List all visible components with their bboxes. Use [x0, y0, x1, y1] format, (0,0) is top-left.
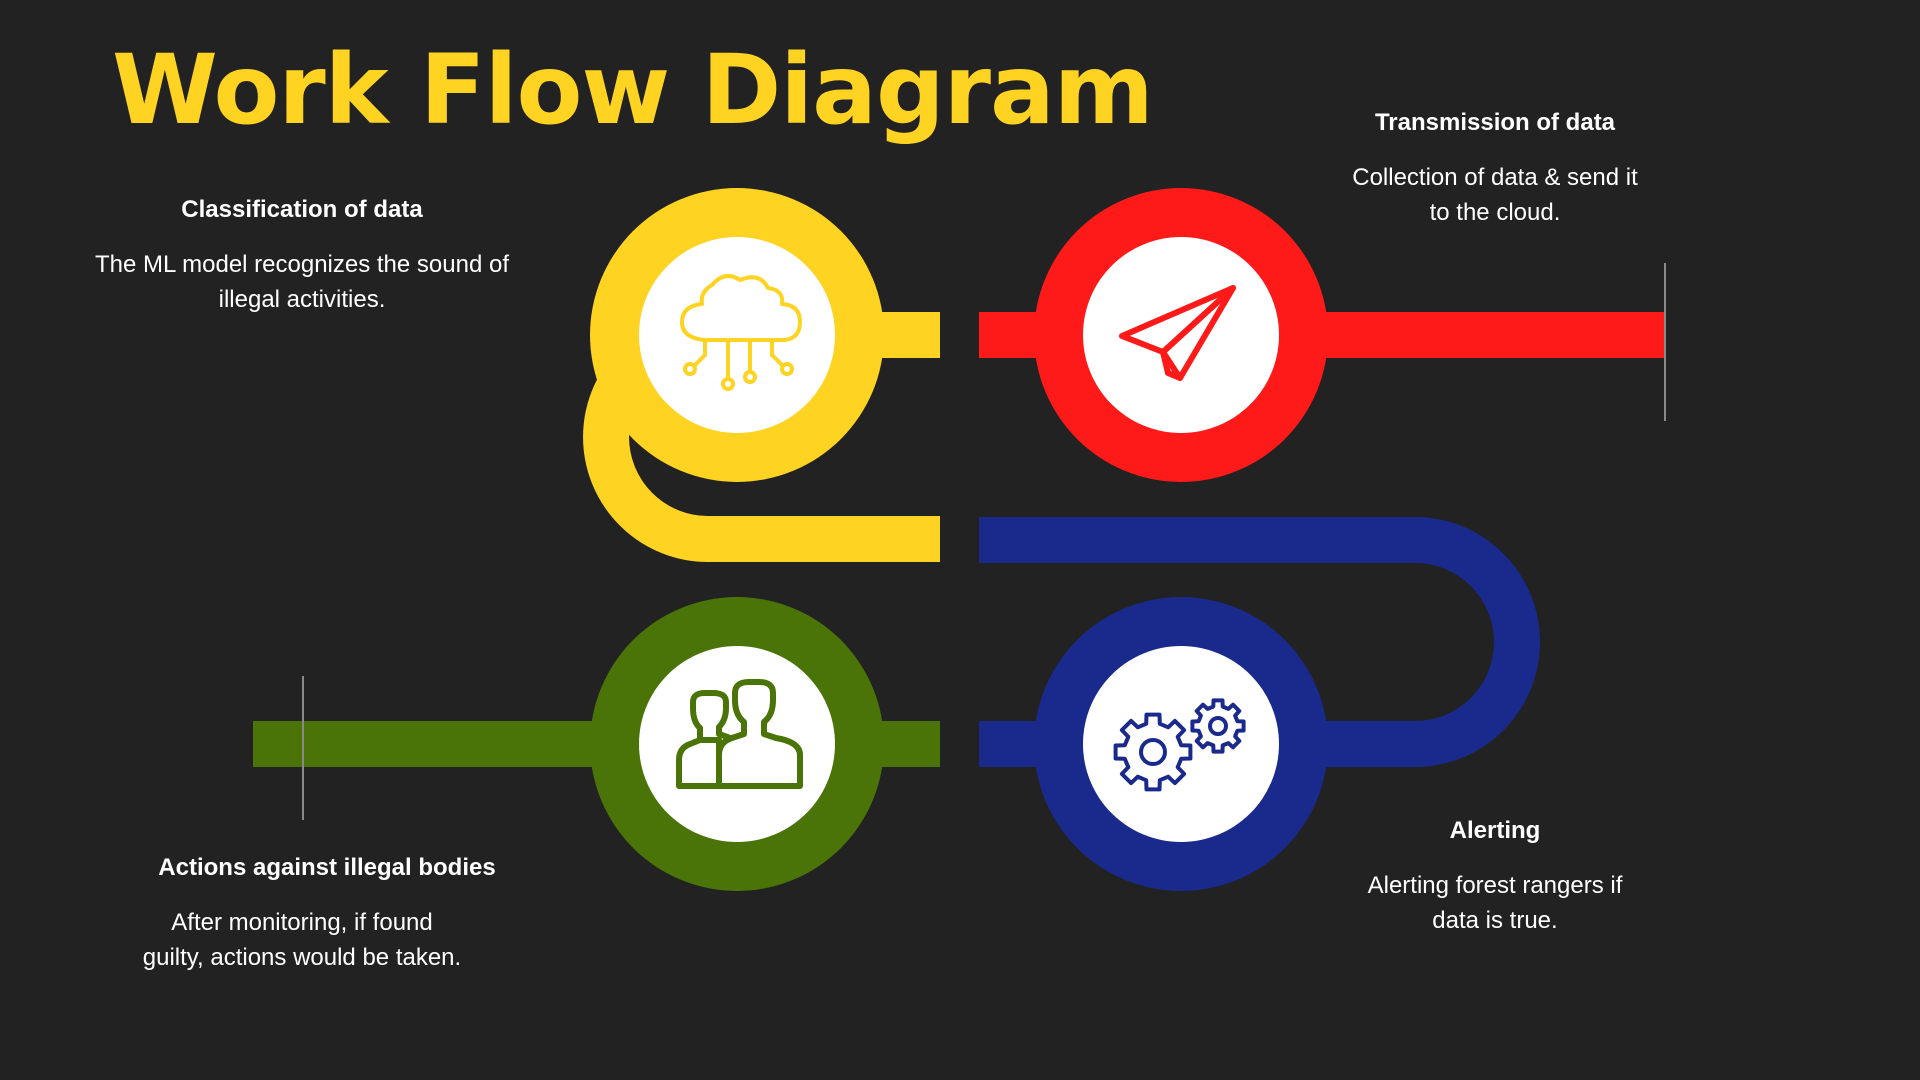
- step-actions-heading: Actions against illegal bodies: [158, 854, 496, 881]
- step-alerting-description: Alerting forest rangers if data is true.: [1367, 872, 1623, 934]
- step-classification-heading: Classification of data: [181, 196, 423, 223]
- step-actions-description: After monitoring, if found guilty, actio…: [142, 909, 462, 971]
- blue-track: [979, 517, 1540, 767]
- cloud-network-icon: [680, 274, 802, 391]
- step-transmission-description: Collection of data & send it to the clou…: [1352, 164, 1638, 226]
- end-marker-right: [1664, 263, 1666, 421]
- step-classification-description: The ML model recognizes the sound of ill…: [94, 251, 509, 313]
- gears-icon: [1113, 698, 1246, 792]
- step-node-actions: [590, 597, 884, 891]
- page-title: Work Flow Diagram: [112, 34, 1154, 146]
- paper-plane-icon: [1119, 285, 1236, 381]
- people-icon: [676, 679, 803, 789]
- step-transmission-heading: Transmission of data: [1374, 109, 1616, 136]
- step-node-classification: [590, 188, 884, 482]
- step-alerting-heading: Alerting: [1449, 817, 1541, 844]
- end-marker-left: [302, 676, 304, 820]
